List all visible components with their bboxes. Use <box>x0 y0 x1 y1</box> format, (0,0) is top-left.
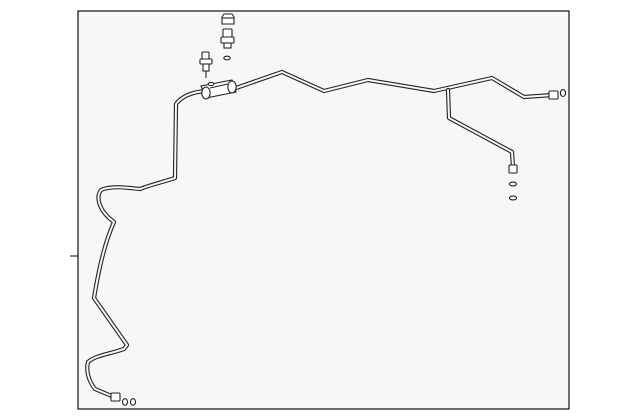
service-valve <box>220 28 235 61</box>
diagram-frame <box>77 10 570 410</box>
main-ac-tube <box>85 69 556 400</box>
pressure-sensor <box>221 13 235 25</box>
tube-fitting-branch <box>508 164 518 201</box>
o-ring <box>207 81 215 87</box>
hose-end-fitting-left <box>110 392 137 406</box>
branch-ac-tube <box>445 87 516 170</box>
service-port <box>199 51 213 78</box>
hose-end-fitting-right <box>548 88 567 100</box>
